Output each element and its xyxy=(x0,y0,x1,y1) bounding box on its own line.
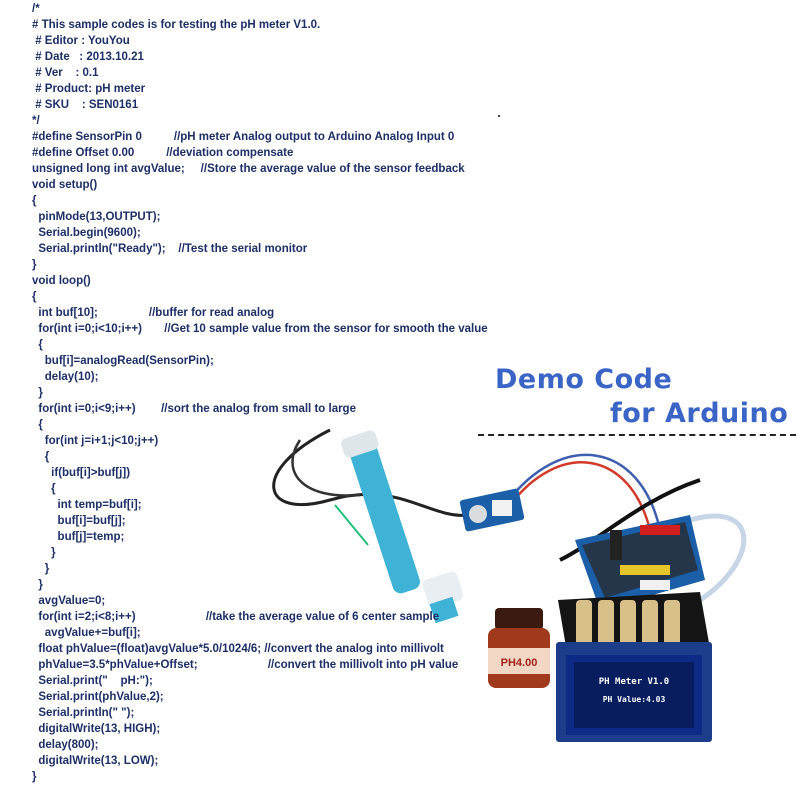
code-line: # This sample codes is for testing the p… xyxy=(32,19,321,31)
lcd-display-module: PH Meter V1.0 PH Value:4.03 xyxy=(556,642,712,742)
code-line: delay(10); xyxy=(32,371,99,383)
code-line: # Date : 2013.10.21 xyxy=(32,51,144,63)
headline-line-2: for Arduino xyxy=(610,398,789,429)
code-line: { xyxy=(32,291,37,303)
code-line: #define SensorPin 0 //pH meter Analog ou… xyxy=(32,131,455,143)
code-line: Serial.println(" "); xyxy=(32,707,135,719)
code-line: } xyxy=(32,563,50,575)
code-line: digitalWrite(13, HIGH); xyxy=(32,723,161,735)
code-line: } xyxy=(32,579,43,591)
code-line: for(int j=i+1;j<10;j++) xyxy=(32,435,159,447)
code-line: phValue=3.5*phValue+Offset; //convert th… xyxy=(32,659,459,671)
code-line: delay(800); xyxy=(32,739,99,751)
dashed-divider xyxy=(478,434,796,436)
code-line: */ xyxy=(32,115,40,127)
code-line: int buf[10]; //buffer for read analog xyxy=(32,307,275,319)
arduino-shield xyxy=(575,515,705,610)
code-line: avgValue+=buf[i]; xyxy=(32,627,141,639)
code-line: unsigned long int avgValue; //Store the … xyxy=(32,163,465,175)
signal-wire-blue xyxy=(503,453,662,531)
code-line: Serial.print(phValue,2); xyxy=(32,691,164,703)
code-line: { xyxy=(32,419,43,431)
code-line: Serial.print(" pH:"); xyxy=(32,675,153,687)
code-line: { xyxy=(32,451,50,463)
code-line: for(int i=0;i<9;i++) //sort the analog f… xyxy=(32,403,356,415)
headline-line-1: Demo Code xyxy=(495,364,673,395)
ph-probe xyxy=(341,430,464,624)
code-line: if(buf[i]>buf[j]) xyxy=(32,467,131,479)
code-line: } xyxy=(32,771,37,783)
stray-dot xyxy=(498,115,500,117)
code-line: } xyxy=(32,547,56,559)
code-line: #define Offset 0.00 //deviation compensa… xyxy=(32,147,294,159)
code-line: buf[i]=buf[j]; xyxy=(32,515,126,527)
code-line: float phValue=(float)avgValue*5.0/1024/6… xyxy=(32,643,444,655)
code-line: for(int i=2;i<8;i++) //take the average … xyxy=(32,611,440,623)
code-line: avgValue=0; xyxy=(32,595,106,607)
code-line: { xyxy=(32,483,56,495)
code-line: # Product: pH meter xyxy=(32,83,146,95)
lcd-title: PH Meter V1.0 xyxy=(599,677,669,687)
code-line: void setup() xyxy=(32,179,98,191)
code-line: for(int i=0;i<10;i++) //Get 10 sample va… xyxy=(32,323,488,335)
code-line: pinMode(13,OUTPUT); xyxy=(32,211,161,223)
sensor-cable-2 xyxy=(291,439,361,497)
signal-wire-red xyxy=(509,461,652,531)
bottle-label: PH4.00 xyxy=(501,657,538,669)
code-line: Serial.println("Ready"); //Test the seri… xyxy=(32,243,308,255)
sensor-cable xyxy=(272,428,471,517)
black-cable xyxy=(559,478,701,562)
green-wire xyxy=(334,504,369,546)
code-line: digitalWrite(13, LOW); xyxy=(32,755,159,767)
code-line: # Ver : 0.1 xyxy=(32,67,99,79)
code-line: /* xyxy=(32,3,40,15)
code-line: } xyxy=(32,259,37,271)
code-line: buf[i]=analogRead(SensorPin); xyxy=(32,355,214,367)
code-line: # Editor : YouYou xyxy=(32,35,130,47)
code-line: { xyxy=(32,195,37,207)
lcd-reading: PH Value:4.03 xyxy=(603,695,666,704)
buffer-bottle: PH4.00 xyxy=(488,608,550,688)
code-line: int temp=buf[i]; xyxy=(32,499,142,511)
code-line: # SKU : SEN0161 xyxy=(32,99,139,111)
code-line: void loop() xyxy=(32,275,91,287)
ph-sensor-board xyxy=(459,488,525,532)
code-line: } xyxy=(32,387,43,399)
code-line: { xyxy=(32,339,43,351)
code-line: Serial.begin(9600); xyxy=(32,227,141,239)
code-line: buf[j]=temp; xyxy=(32,531,125,543)
